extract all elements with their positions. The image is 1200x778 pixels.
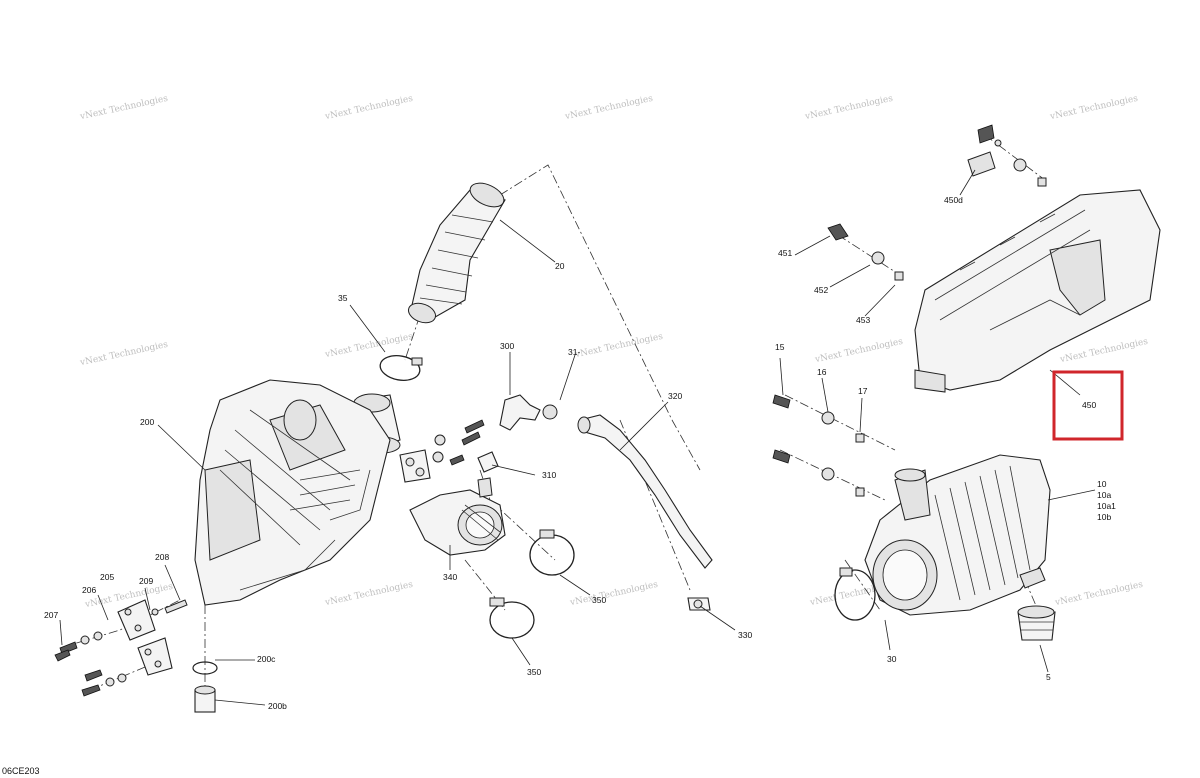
watermark-label: vNext Technologies xyxy=(803,94,894,123)
callout-16: 16 xyxy=(817,367,827,377)
clamp-350-b xyxy=(489,597,535,639)
callout-340: 340 xyxy=(443,572,457,582)
breather-hose-320 xyxy=(577,414,713,569)
callout-200c: 200c xyxy=(257,654,276,664)
adapter-340 xyxy=(409,477,506,556)
callout-5: 5 xyxy=(1046,672,1051,682)
watermark-label: vNext Technologies xyxy=(813,337,904,366)
callout-10a: 10a xyxy=(1097,490,1111,500)
boot-5 xyxy=(1017,605,1056,641)
callout-310: 310 xyxy=(542,470,556,480)
callout-450: 450 xyxy=(1082,400,1096,410)
callout-207: 207 xyxy=(44,610,58,620)
sleeve-200b xyxy=(194,685,216,713)
watermark-label: vNext Technologies xyxy=(1058,337,1149,366)
elbow-fitting-300 xyxy=(499,394,558,431)
callout-200b: 200b xyxy=(268,701,287,711)
airbox-housing-200 xyxy=(194,379,391,606)
watermark-label: vNext Technologies xyxy=(78,94,169,123)
watermark-label: vNext Technologies xyxy=(573,332,664,361)
watermark-label: vNext Technologies xyxy=(78,340,169,369)
callout-35: 35 xyxy=(338,293,348,303)
callout-206: 206 xyxy=(82,585,96,595)
callouts: 20 35 200 300 31‑ 310 320 330 340 350 35… xyxy=(44,195,1116,711)
watermark-label: vNext Technologies xyxy=(563,94,654,123)
callout-208: 208 xyxy=(155,552,169,562)
callout-450d: 450d xyxy=(944,195,963,205)
callout-30: 30 xyxy=(887,654,897,664)
diagram-code: 06CE203 xyxy=(2,766,40,776)
callout-17: 17 xyxy=(858,386,868,396)
watermark-label: vNext Technologies xyxy=(568,580,659,609)
watermark-label: vNext Technologies xyxy=(1053,580,1144,609)
callout-453: 453 xyxy=(856,315,870,325)
clamp-35 xyxy=(379,355,423,381)
callout-330: 330 xyxy=(738,630,752,640)
highlight-box[interactable] xyxy=(1052,370,1124,441)
clamp-350-a xyxy=(529,529,575,576)
callout-350-a: 350 xyxy=(592,595,606,605)
callout-451: 451 xyxy=(778,248,792,258)
clamp-30 xyxy=(834,567,876,621)
mount-hardware xyxy=(54,599,188,697)
intake-duct-20 xyxy=(407,182,506,324)
highlighted-callout-450[interactable]: 450 xyxy=(1052,370,1124,441)
callout-209: 209 xyxy=(139,576,153,586)
clamp-310 xyxy=(477,451,499,473)
callout-10b: 10b xyxy=(1097,512,1111,522)
callout-10: 10 xyxy=(1097,479,1107,489)
watermark-label: vNext Technologies xyxy=(83,582,174,611)
airbox-cover-450 xyxy=(914,189,1161,393)
callout-452: 452 xyxy=(814,285,828,295)
callout-15: 15 xyxy=(775,342,785,352)
clip-330 xyxy=(687,597,711,611)
callout-205: 205 xyxy=(100,572,114,582)
clip-200c xyxy=(192,661,218,675)
callout-320: 320 xyxy=(668,391,682,401)
callout-350-b: 350 xyxy=(527,667,541,677)
air-filter-10 xyxy=(864,454,1051,616)
leader-lines xyxy=(59,169,1096,706)
fasteners-15-17 xyxy=(772,394,865,497)
callout-31x: 31‑ xyxy=(568,347,580,357)
watermark-label: vNext Technologies xyxy=(1048,94,1139,123)
watermark-label: vNext Technologies xyxy=(323,94,414,123)
watermark-label: vNext Technologies xyxy=(323,580,414,609)
callout-300: 300 xyxy=(500,341,514,351)
callout-200: 200 xyxy=(140,417,154,427)
fasteners-center xyxy=(399,419,485,483)
callout-10a1: 10a1 xyxy=(1097,501,1116,511)
callout-20: 20 xyxy=(555,261,565,271)
